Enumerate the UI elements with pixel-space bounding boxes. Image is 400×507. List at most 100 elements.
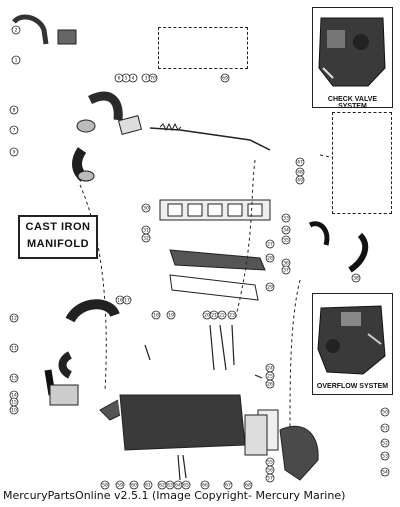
callout-number: 3	[145, 76, 148, 82]
callout-10: 10	[9, 405, 19, 415]
callout-number: 60	[131, 483, 137, 489]
callout-68: 68	[243, 480, 253, 490]
callout-58: 58	[100, 480, 110, 490]
water-plate	[244, 414, 268, 456]
dashed-line-1	[234, 159, 256, 321]
callout-number: 37	[283, 268, 289, 274]
callout-number: 12	[11, 316, 17, 322]
callout-number: 31	[143, 228, 149, 234]
callout-37: 37	[281, 265, 291, 275]
callout-31: 31	[141, 225, 151, 235]
callout-number: 65	[183, 483, 189, 489]
callout-9: 9	[9, 147, 19, 157]
callout-26: 26	[265, 379, 275, 389]
callout-number: 58	[102, 483, 108, 489]
callout-2: 2	[11, 25, 21, 35]
callout-21: 21	[209, 310, 219, 320]
bolts	[144, 324, 263, 481]
callout-number: 38	[353, 276, 359, 282]
callout-25: 25	[265, 371, 275, 381]
callout-63: 63	[165, 480, 175, 490]
callout-number: 70	[150, 76, 156, 82]
inset-top-label: CHECK VALVE SYSTEM	[327, 96, 378, 110]
callout-number: 23	[229, 313, 235, 319]
callout-61: 61	[143, 480, 153, 490]
callout-number: 20	[204, 313, 210, 319]
callout-67: 67	[223, 480, 233, 490]
callout-number: 54	[382, 470, 388, 476]
callout-56: 56	[265, 465, 275, 475]
callout-number: 52	[382, 441, 388, 447]
manifold-end	[99, 399, 121, 421]
callout-38: 38	[351, 273, 361, 283]
hose-top-left	[12, 14, 49, 45]
hose-right-2	[348, 232, 369, 273]
callout-number: 10	[11, 408, 17, 414]
callout-13: 13	[9, 373, 19, 383]
callout-number: 2	[15, 28, 18, 34]
callout-number: 51	[382, 426, 388, 432]
callout-51: 51	[380, 423, 390, 433]
callout-60: 60	[129, 480, 139, 490]
callout-number: 50	[382, 410, 388, 416]
callout-number: 56	[267, 468, 273, 474]
callout-number: 21	[211, 313, 217, 319]
callout-66: 66	[200, 480, 210, 490]
lower-gasket	[169, 274, 259, 301]
callout-number: 25	[267, 374, 273, 380]
callout-8: 8	[9, 105, 19, 115]
callout-number: 19	[168, 313, 174, 319]
exhaust-elbow	[279, 425, 319, 481]
callout-number: 63	[167, 483, 173, 489]
callout-number: 32	[143, 236, 149, 242]
callout-47: 47	[295, 157, 305, 167]
callout-number: 4	[132, 76, 135, 82]
inset-small-hose	[158, 27, 248, 69]
callout-28: 28	[265, 253, 275, 263]
callout-number: 61	[145, 483, 151, 489]
callout-number: 8	[13, 108, 16, 114]
hose-bottom-left-2	[58, 351, 73, 379]
callout-number: 57	[267, 476, 273, 482]
flange-bottom-left	[49, 384, 79, 406]
callout-number: 48	[297, 170, 303, 176]
callout-number: 34	[283, 228, 289, 234]
manifold-title-box: CAST IRON MANIFOLD	[18, 215, 98, 259]
callout-number: 49	[297, 178, 303, 184]
hose-bottom-left-1	[65, 299, 120, 323]
dashed-line-2	[79, 184, 107, 391]
inset-check-valve-system: CHECK VALVE SYSTEM	[312, 7, 393, 110]
overflow-illustration	[317, 305, 386, 375]
callout-number: 5	[125, 76, 128, 82]
callout-19: 19	[166, 310, 176, 320]
callout-number: 30	[143, 206, 149, 212]
callout-18: 18	[151, 310, 161, 320]
dashed-line-3	[289, 279, 301, 431]
callout-number: 9	[13, 150, 16, 156]
callout-number: 29	[267, 285, 273, 291]
callout-54: 54	[380, 467, 390, 477]
callout-number: 7	[13, 128, 16, 134]
callout-30: 30	[141, 203, 151, 213]
callout-number: 16	[117, 298, 123, 304]
callout-55: 55	[265, 457, 275, 467]
inset-bottom-label: OVERFLOW SYSTEM	[316, 383, 389, 390]
inset-overflow-system: OVERFLOW SYSTEM	[312, 293, 393, 395]
callout-number: 36	[283, 261, 289, 267]
callout-number: 17	[124, 298, 130, 304]
callout-number: 11	[11, 346, 17, 352]
callout-62: 62	[157, 480, 167, 490]
rod	[149, 127, 271, 151]
fitting-top-left	[57, 29, 77, 45]
callout-12: 12	[9, 313, 19, 323]
callout-number: 33	[283, 216, 289, 222]
callout-number: 67	[225, 483, 231, 489]
callout-65: 65	[181, 480, 191, 490]
callout-number: 68	[245, 483, 251, 489]
callout-number: 15	[11, 400, 17, 406]
callout-23: 23	[227, 310, 237, 320]
callout-59: 59	[115, 480, 125, 490]
gasket-upper	[117, 115, 143, 135]
